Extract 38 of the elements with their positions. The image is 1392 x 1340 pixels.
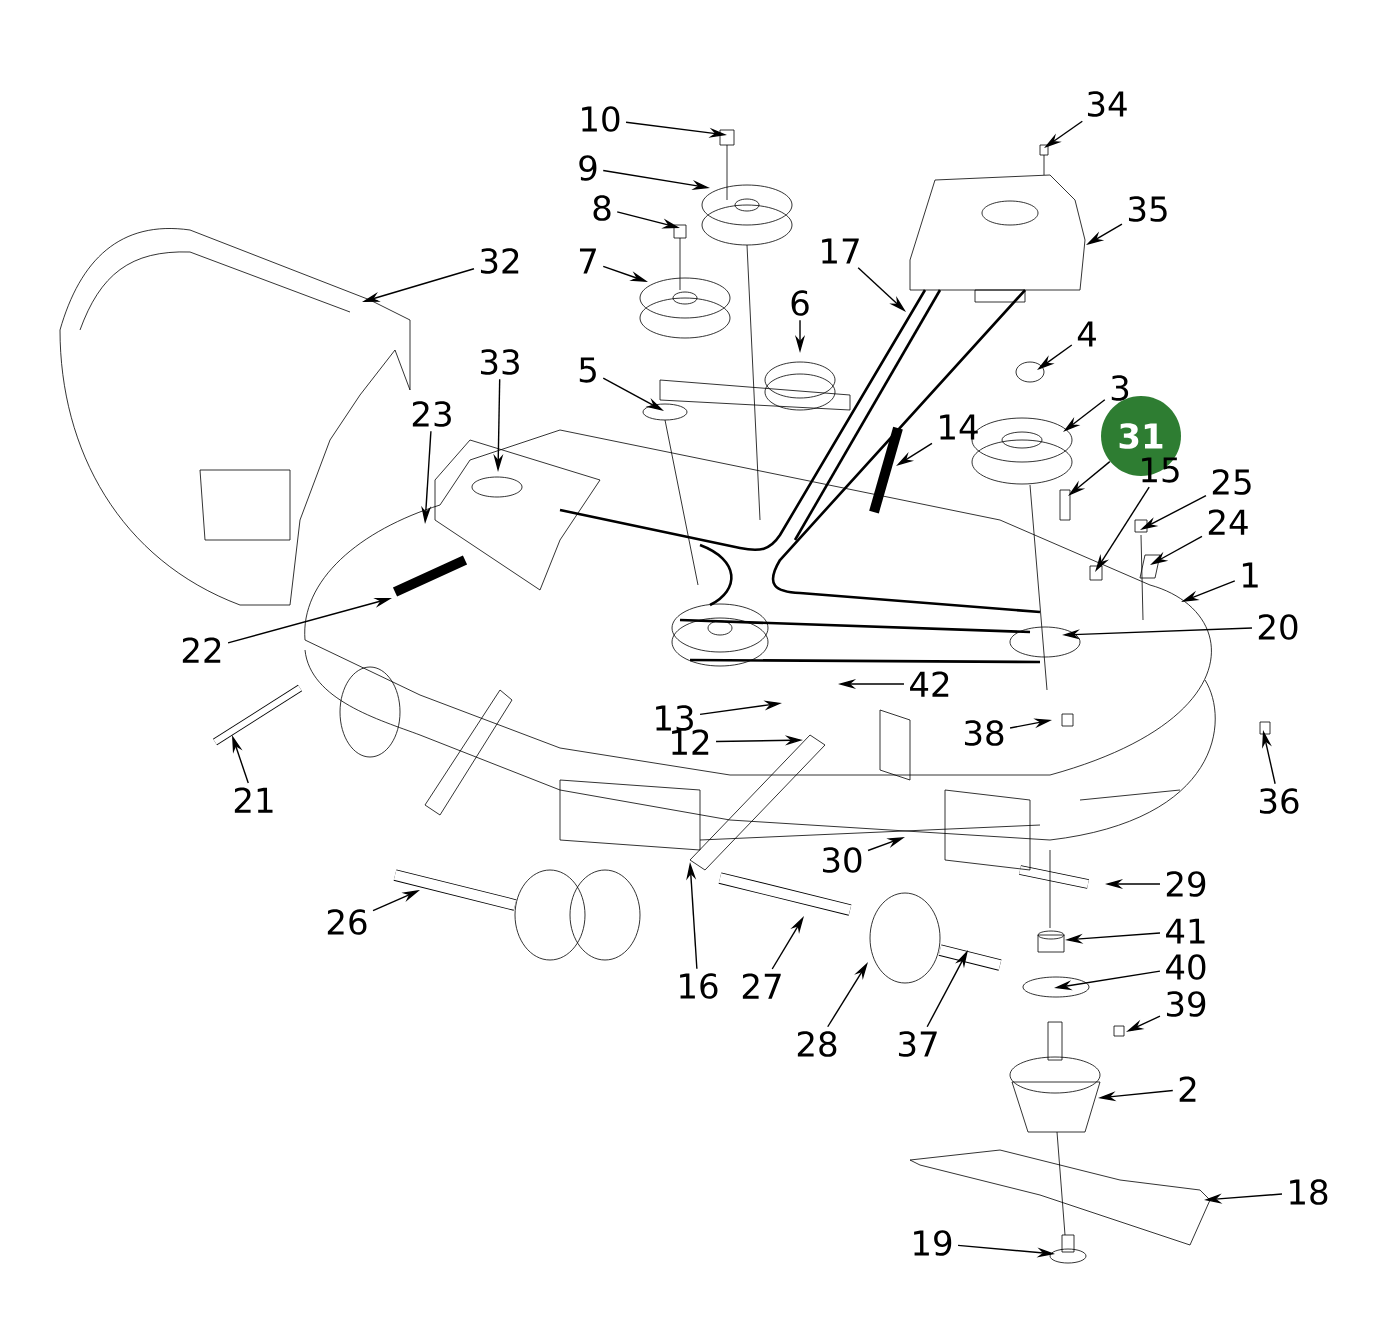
callout-number: 38 (965, 720, 1004, 746)
callout-number: 19 (914, 1230, 952, 1256)
callout-number: 14 (940, 414, 978, 440)
callout-number: 13 (656, 705, 693, 731)
callout-number: 32 (481, 248, 519, 274)
callout-number: 12 (672, 729, 709, 755)
callout-number: 2 (1179, 1076, 1196, 1102)
callout-number: 18 (1290, 1179, 1328, 1205)
callout-number: 24 (1208, 509, 1248, 535)
callout-number: 20 (1258, 614, 1298, 640)
callout-number: 9 (579, 155, 597, 181)
callout-number: 25 (1212, 469, 1251, 495)
callout-number: 39 (1167, 991, 1206, 1017)
callout-number: 33 (481, 349, 519, 375)
callout-number: 10 (582, 106, 620, 132)
callout-number: 23 (412, 401, 451, 427)
callout-number: 26 (327, 909, 367, 935)
callout-number: 21 (234, 787, 273, 813)
callout-number: 28 (797, 1031, 837, 1057)
callout-number: 34 (1088, 91, 1127, 117)
callout-number: 30 (823, 847, 862, 873)
callout-number: 17 (822, 238, 859, 264)
callout-number: 35 (1129, 196, 1167, 222)
callout-number: 37 (899, 1031, 937, 1057)
callout-number: 5 (579, 357, 596, 383)
callout-number: 7 (580, 248, 596, 274)
callout-number: 41 (1166, 918, 1205, 944)
callout-number: 16 (680, 973, 718, 999)
callout-number: 8 (593, 195, 611, 221)
callout-number: 40 (1166, 954, 1206, 980)
callout-number: 27 (742, 973, 781, 999)
callout-number: 36 (1260, 788, 1299, 814)
callout-number: 29 (1166, 871, 1206, 897)
callout-number: 6 (791, 290, 809, 316)
callout-number: 42 (910, 671, 949, 697)
callout-number: 4 (1077, 321, 1096, 347)
callout-number: 1 (1242, 562, 1258, 588)
callout-number: 22 (182, 637, 221, 663)
